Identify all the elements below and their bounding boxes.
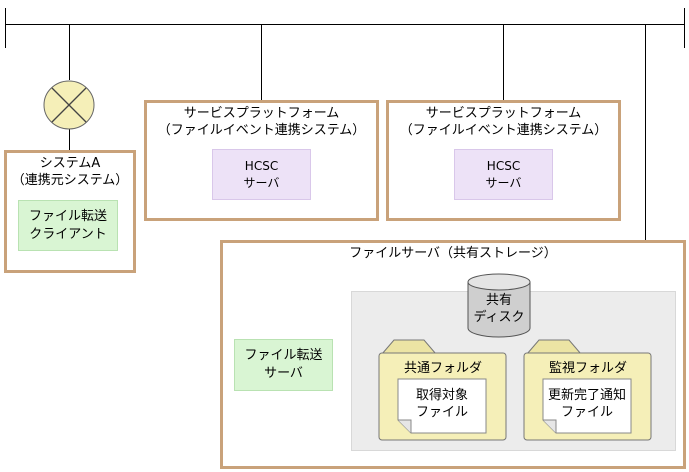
completion-notice-line2: ファイル (560, 405, 613, 420)
system-a-drop-line-lower (69, 128, 70, 150)
completion-notice-document-icon (542, 378, 632, 434)
router-icon (43, 80, 95, 130)
file-transfer-server-line2: サーバ (264, 366, 303, 381)
network-bus-right-cap (684, 8, 685, 48)
client-line1: ファイル転送 (28, 209, 107, 224)
client-line2: クライアント (29, 227, 107, 242)
system-a-title-line2: （連携元システム） (11, 173, 129, 188)
platform-1-line2: （ファイルイベント連携システム） (157, 123, 366, 138)
hcsc-server-1-line1: HCSC (244, 159, 279, 173)
network-bus-line (5, 24, 685, 25)
system-a-title-line1: システムA (39, 156, 101, 171)
file-transfer-server-box: ファイル転送 サーバ (234, 339, 333, 391)
target-file-label: 取得対象 ファイル (397, 387, 487, 421)
platform-1-drop-line (261, 24, 262, 100)
shared-disk-line1: 共有 (485, 293, 512, 308)
service-platform-2-title: サービスプラットフォーム （ファイルイベント連携システム） (386, 105, 621, 139)
shared-folder-label: 共通フォルダ (403, 361, 482, 376)
platform-2-drop-line (503, 24, 504, 100)
platform-2-line2: （ファイルイベント連携システム） (399, 123, 608, 138)
completion-notice-file-label: 更新完了通知 ファイル (542, 387, 632, 421)
hcsc-server-2-line2: サーバ (485, 176, 522, 190)
hcsc-server-1-line2: サーバ (243, 176, 280, 190)
shared-disk-label: 共有 ディスク (466, 292, 532, 326)
platform-2-line1: サービスプラットフォーム (425, 106, 582, 121)
target-file-line2: ファイル (415, 405, 468, 420)
monitor-folder-label: 監視フォルダ (548, 361, 627, 376)
network-bus-left-cap (5, 8, 6, 48)
hcsc-server-2-box: HCSC サーバ (454, 149, 553, 200)
completion-notice-line1: 更新完了通知 (547, 388, 626, 403)
hcsc-server-2-line1: HCSC (486, 159, 521, 173)
shared-disk-icon (467, 273, 531, 338)
hcsc-server-1-box: HCSC サーバ (212, 149, 311, 200)
file-server-drop-line (645, 24, 646, 240)
file-transfer-client-box: ファイル転送 クライアント (18, 200, 118, 251)
target-file-document-icon (397, 378, 487, 434)
platform-1-line1: サービスプラットフォーム (183, 106, 340, 121)
shared-disk-line2: ディスク (473, 310, 525, 325)
service-platform-1-title: サービスプラットフォーム （ファイルイベント連携システム） (144, 105, 379, 139)
target-file-line1: 取得対象 (415, 388, 468, 403)
file-transfer-server-line1: ファイル転送 (244, 348, 323, 363)
system-a-title: システムA （連携元システム） (4, 155, 136, 189)
file-server-title: ファイルサーバ（共有ストレージ） (349, 246, 557, 261)
system-a-drop-line (69, 24, 70, 80)
